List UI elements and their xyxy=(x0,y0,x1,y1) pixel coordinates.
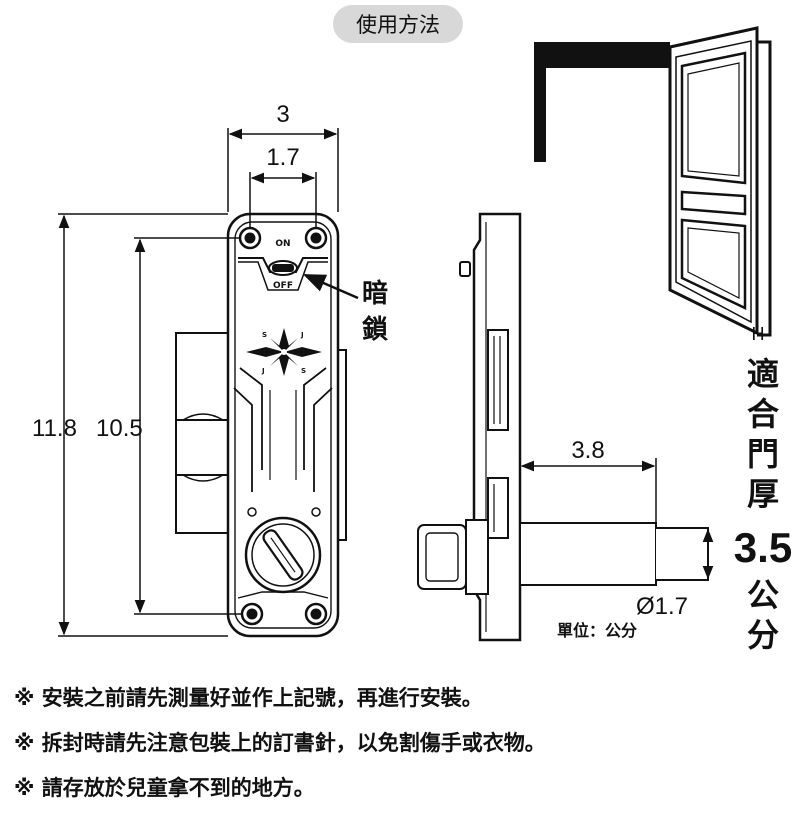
unit-label: 單位：公分 xyxy=(557,621,637,640)
lock-side-view xyxy=(417,212,709,642)
hidden-lock-callout xyxy=(302,273,359,300)
door-label-char: 合 xyxy=(747,395,779,433)
door-thickness-label: 適 合 門 厚 3.5 公 分 xyxy=(734,355,792,654)
door-label-char: 門 xyxy=(747,435,779,473)
callout-line1: 暗 xyxy=(362,279,388,309)
on-label: ON xyxy=(275,239,290,249)
compass-letter: J xyxy=(300,331,304,339)
header-title: 使用方法 xyxy=(356,13,440,37)
width-value: 3 xyxy=(276,101,289,128)
open-door-icon xyxy=(534,26,772,337)
door-label-char: 適 xyxy=(747,355,779,393)
hole-height-dimension xyxy=(134,237,242,615)
callout-line2: 鎖 xyxy=(362,314,388,345)
note-item: ※ 拆封時請先注意包裝上的訂書針，以免割傷手或衣物。 xyxy=(14,731,546,755)
header-badge: 使用方法 xyxy=(333,5,463,43)
spindle-length-dimension xyxy=(519,458,657,523)
door-thickness-symbol: H xyxy=(752,324,765,344)
note-item: ※ 請存放於兒童拿不到的地方。 xyxy=(14,776,315,800)
hole-spacing-dimension xyxy=(249,172,317,228)
total-height-value: 11.8 xyxy=(32,415,77,442)
door-label-char: 厚 xyxy=(747,475,779,513)
door-unit-char: 公 xyxy=(747,576,779,614)
width-dimension xyxy=(227,128,339,212)
hole-spacing-value: 1.7 xyxy=(266,144,299,171)
total-height-dimension xyxy=(58,213,228,637)
door-thickness-value: 3.5 xyxy=(734,524,792,571)
compass-letter: S xyxy=(262,331,267,339)
door-unit-char: 分 xyxy=(747,616,779,654)
spindle-diameter-value: Ø1.7 xyxy=(636,593,688,620)
lock-front-view xyxy=(175,212,347,638)
note-item: ※ 安裝之前請先測量好並作上記號，再進行安裝。 xyxy=(14,686,483,710)
off-label: OFF xyxy=(273,281,293,291)
spindle-length-value: 3.8 xyxy=(571,437,604,464)
installation-notes: ※ 安裝之前請先測量好並作上記號，再進行安裝。 ※ 拆封時請先注意包裝上的訂書針… xyxy=(14,676,794,811)
compass-letter: J xyxy=(261,367,265,375)
hole-height-value: 10.5 xyxy=(96,415,143,442)
compass-rose-icon xyxy=(246,328,322,376)
compass-letter: S xyxy=(301,367,306,375)
